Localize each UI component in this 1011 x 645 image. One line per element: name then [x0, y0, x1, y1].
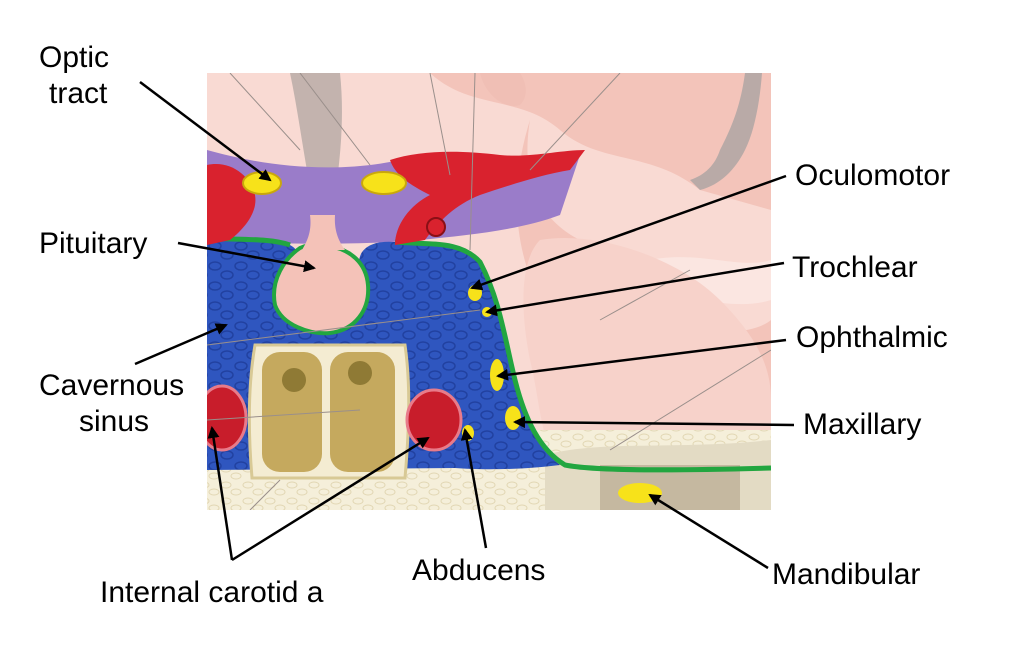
pituitary-gland [272, 242, 371, 336]
sphenoid-chamber-right [330, 352, 395, 472]
arrow-ophthalmic [496, 338, 787, 381]
arrow-trochlear [485, 261, 785, 317]
label-internal-carotid: Internal carotid a [100, 576, 324, 609]
arrow-oculomotor [470, 174, 787, 291]
callout-arrows [134, 81, 795, 570]
label-cavernous-sinus: Cavernous sinus [39, 368, 184, 440]
abducens-nerve [462, 425, 474, 441]
label-optic-tract-line2: tract [49, 77, 108, 110]
label-mandibular: Mandibular [772, 558, 921, 591]
arrow-cavernous-sinus [134, 323, 228, 366]
optic-tract-right [361, 171, 407, 195]
arrow-internal-carotid-right [231, 436, 430, 562]
arrow-pituitary [177, 241, 316, 273]
artery-cross-section [426, 217, 446, 237]
internal-leader-lines [207, 73, 771, 510]
label-abducens: Abducens [412, 554, 546, 587]
maxillary-nerve [505, 406, 521, 430]
upper-bump [480, 73, 526, 106]
label-maxillary: Maxillary [803, 408, 922, 441]
pituitary-stalk [302, 215, 345, 250]
chamber-spot-right [348, 361, 372, 385]
label-trochlear: Trochlear [792, 251, 918, 284]
illustration-body [207, 73, 771, 510]
ventricle [690, 73, 762, 190]
sinus-wall-right [394, 239, 771, 473]
mandibular-nerve [618, 483, 662, 503]
label-cavernous-line2: sinus [79, 405, 150, 438]
label-ophthalmic: Ophthalmic [796, 321, 948, 354]
brain-fold-1 [430, 73, 771, 210]
chamber-spot-left [282, 368, 306, 392]
label-oculomotor: Oculomotor [795, 159, 951, 192]
arrow-maxillary [513, 416, 795, 429]
label-optic-tract: Optic tract [39, 40, 109, 112]
label-cavernous-line1: Cavernous [39, 369, 185, 402]
arrow-internal-carotid-left [207, 426, 234, 561]
arrow-abducens [460, 428, 488, 549]
label-optic-tract-line1: Optic [39, 41, 110, 74]
label-pituitary: Pituitary [39, 227, 148, 260]
sphenoid-chamber-left [262, 352, 322, 472]
arrow-optic-tract [139, 81, 272, 182]
internal-carotid-right [405, 388, 463, 452]
arrow-mandibular [648, 493, 769, 570]
